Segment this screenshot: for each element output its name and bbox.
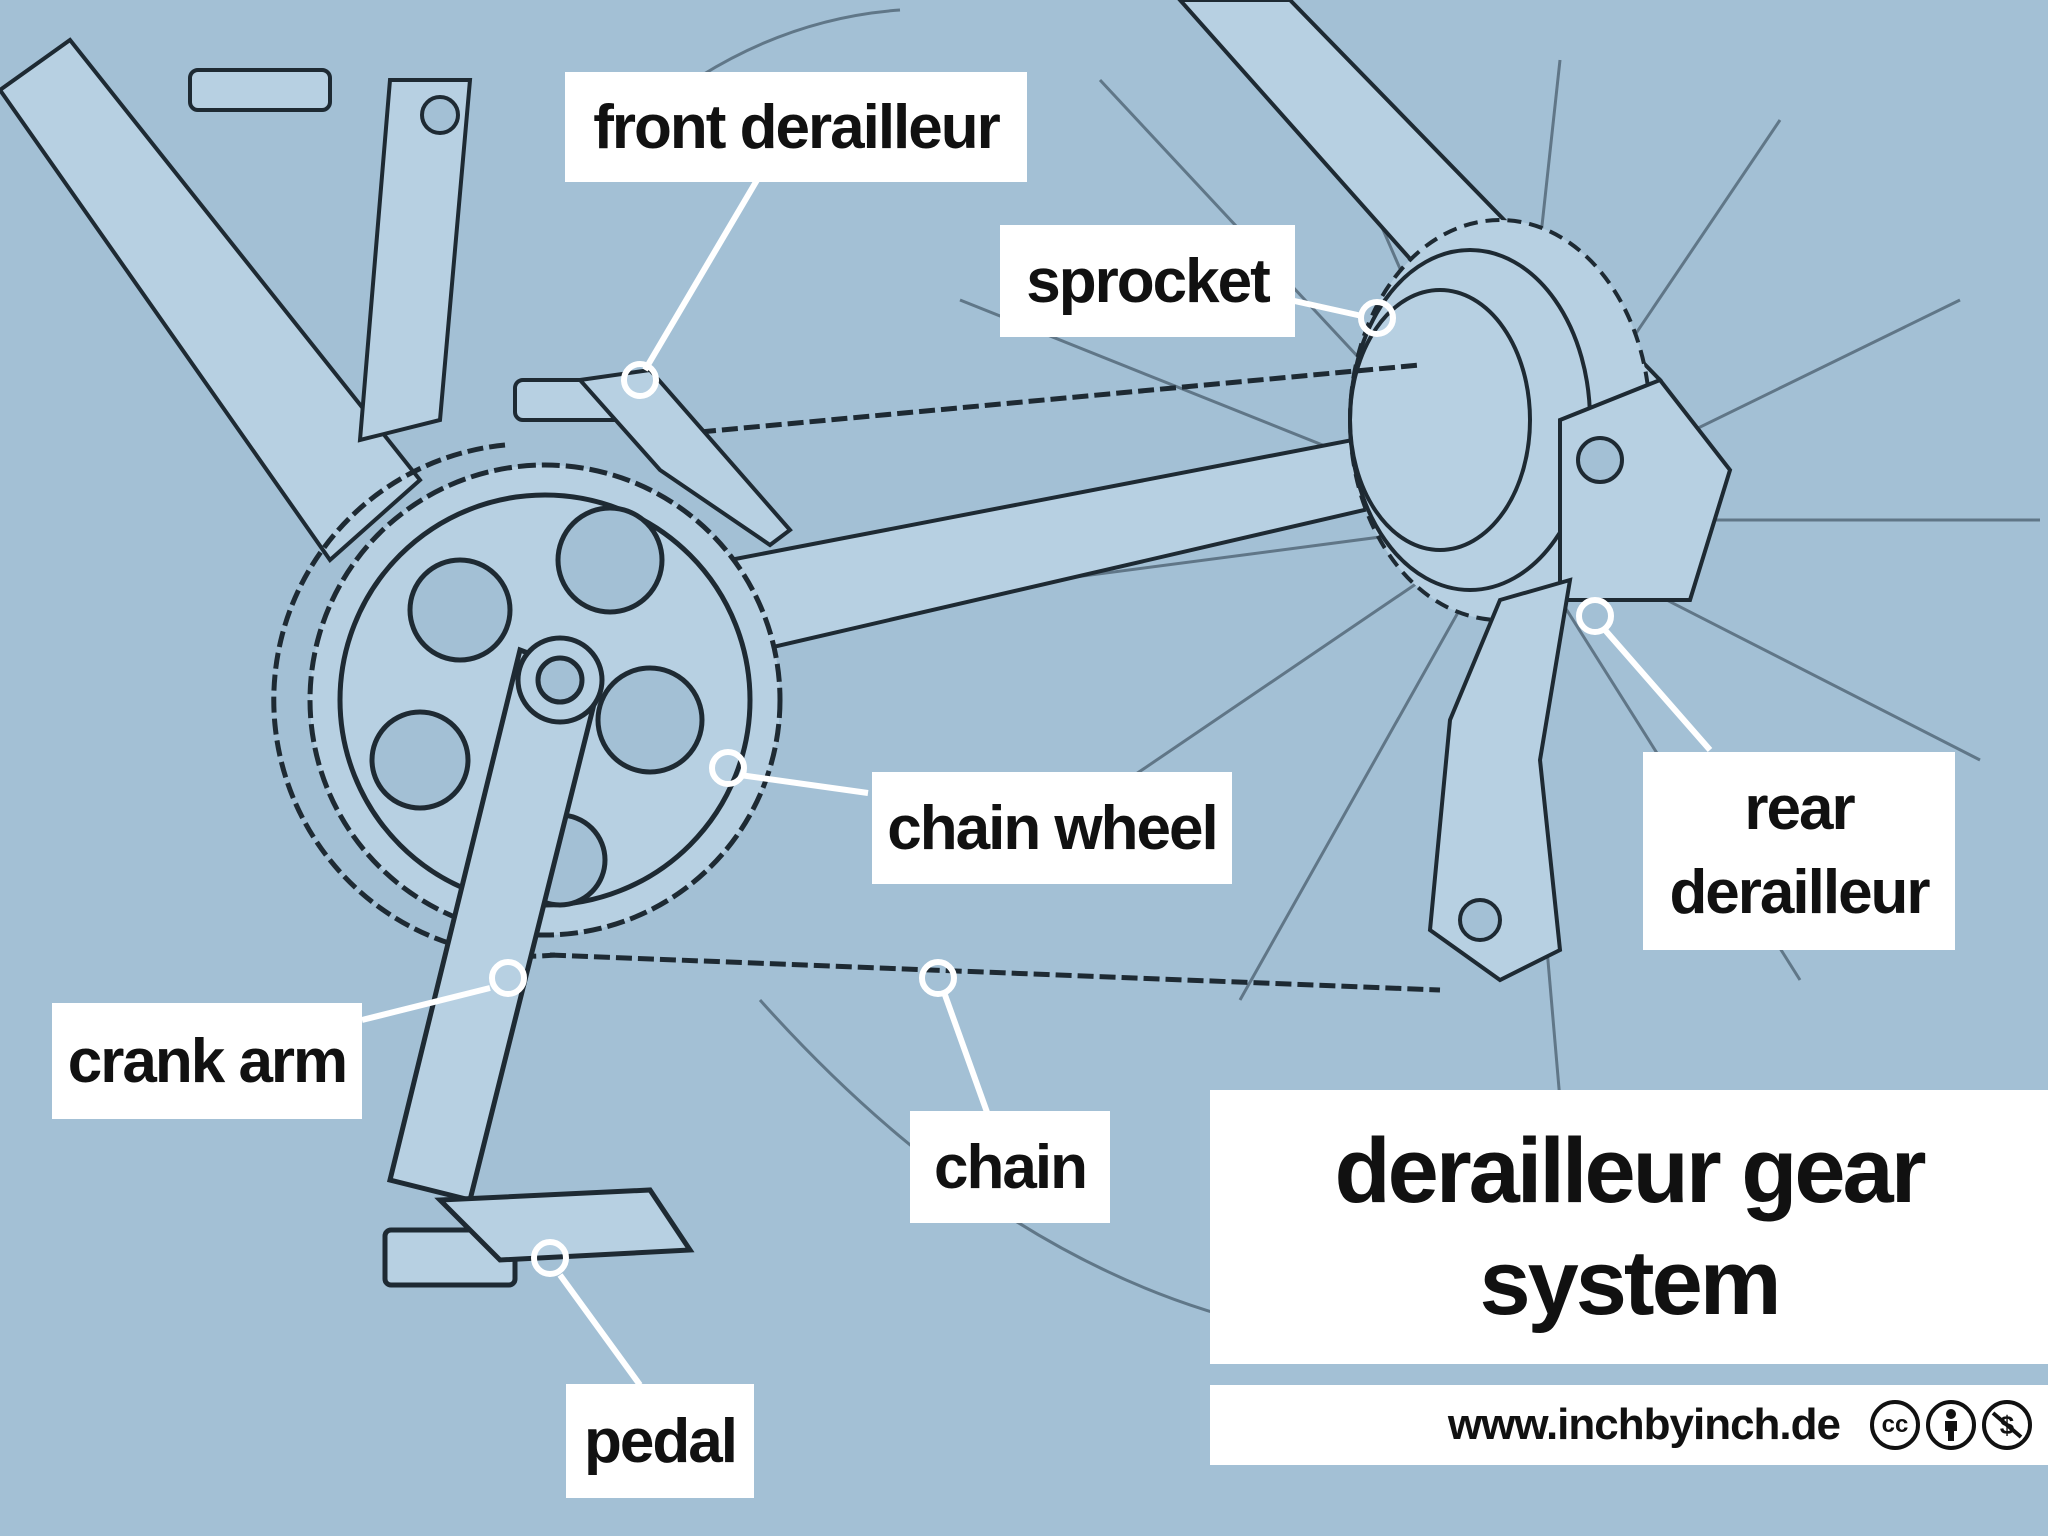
pointer-circles <box>489 299 1614 1277</box>
front-derailleur-label: front derailleur <box>565 72 1027 182</box>
crank-arm-pointer <box>361 985 491 1023</box>
title-line-1: derailleur gear <box>1334 1120 1926 1222</box>
chain-wheel-marker <box>709 749 747 787</box>
front-derailleur-drawing <box>513 367 793 548</box>
rear-derailleur-label-line1: rear <box>1744 774 1855 843</box>
rear-derailleur-drawing <box>1427 377 1733 983</box>
pedal-drawing <box>382 1187 695 1288</box>
crank-arm-marker <box>489 959 527 997</box>
front-derailleur-pointer <box>642 173 763 372</box>
chain-label: chain <box>910 1111 1110 1223</box>
rear-derailleur-marker <box>1576 597 1614 635</box>
rear-derailleur-label-line2: derailleur <box>1669 858 1930 927</box>
site-url-link[interactable]: www.inchbyinch.de <box>1447 1400 1841 1449</box>
creative-commons-icon: cc <box>1870 1400 1920 1450</box>
pointer-lines <box>361 173 1713 1387</box>
sprocket-pointer <box>1289 297 1363 319</box>
footer-box: www.inchbyinch.de cc $ <box>1210 1385 2048 1465</box>
chain-pointer <box>942 993 991 1117</box>
title-line-2: system <box>1479 1232 1781 1334</box>
seat-tube <box>0 37 423 563</box>
rear-derailleur-label: rear derailleur <box>1643 752 1955 950</box>
pedal-marker <box>531 1239 569 1277</box>
sprocket-marker <box>1358 299 1396 337</box>
chain-marker <box>919 959 957 997</box>
attribution-icon <box>1926 1400 1976 1450</box>
front-derailleur-marker <box>621 361 659 399</box>
pedal-label: pedal <box>566 1384 754 1498</box>
title-box: derailleur gear system <box>1210 1090 2048 1364</box>
rear-derailleur-pointer <box>1602 628 1713 752</box>
chain-wheel-pointer <box>739 772 869 796</box>
chain-wheel-label: chain wheel <box>872 772 1232 884</box>
non-commercial-icon: $ <box>1982 1400 2032 1450</box>
rear-crank-arm <box>188 68 473 443</box>
crank-arm-label: crank arm <box>52 1003 362 1119</box>
pedal-pointer <box>557 1273 643 1387</box>
sprocket-label: sprocket <box>1000 225 1295 337</box>
chain-drawing <box>271 362 1441 993</box>
